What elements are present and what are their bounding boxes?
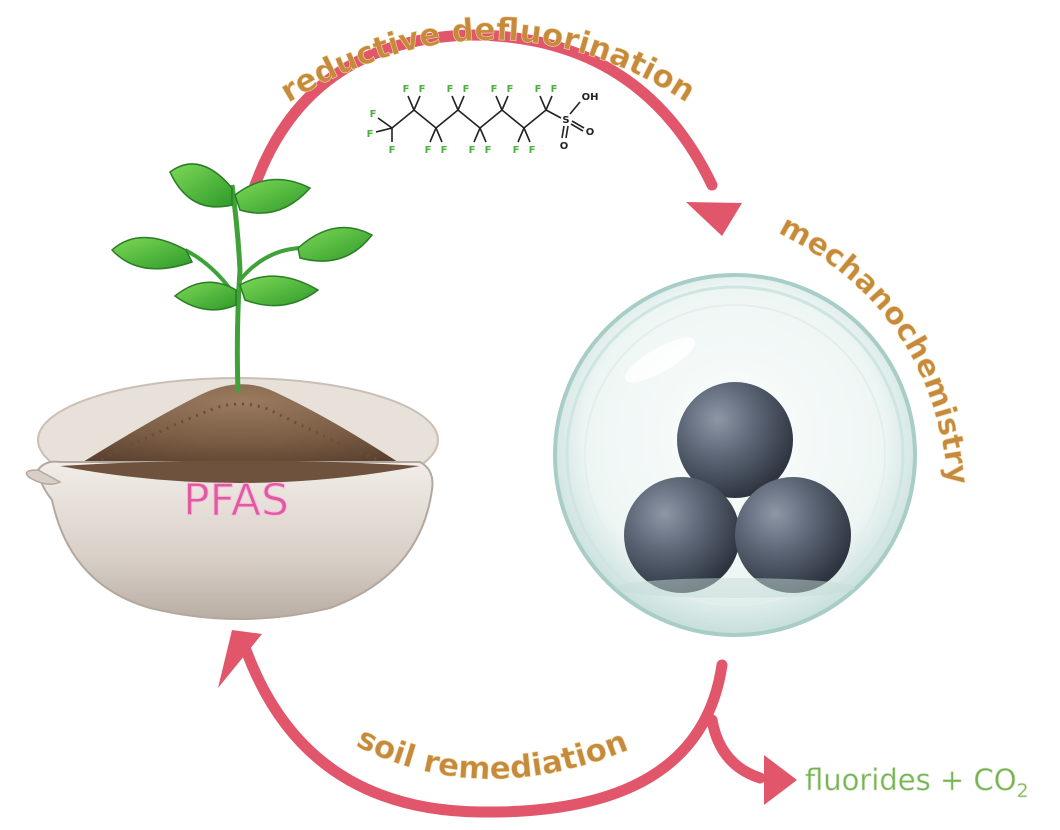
- c-c-bond: [413, 109, 437, 129]
- fluorine-atom: F: [425, 145, 432, 156]
- s-o-bond: [565, 125, 569, 139]
- branch-arrow: [706, 714, 766, 784]
- c-c-bond: [501, 109, 525, 129]
- products-main: fluorides + CO: [805, 763, 1017, 797]
- cycle-arrows: [240, 29, 766, 818]
- c-c-bond: [457, 109, 481, 129]
- fluorine-atom: F: [491, 84, 498, 95]
- c-f-bond: [407, 95, 415, 111]
- fluorine-atom: F: [529, 145, 536, 156]
- c-f-bond: [375, 127, 393, 133]
- fluorine-atom: F: [513, 145, 520, 156]
- bottom-arrowhead: [218, 630, 262, 688]
- c-f-bond: [545, 95, 553, 111]
- bottom-arc-arrow: [240, 644, 728, 818]
- fluorine-atom: F: [370, 109, 377, 120]
- fluorine-atom: F: [469, 145, 476, 156]
- pfas-label: PFAS: [183, 475, 289, 526]
- fluorine-atom: F: [485, 145, 492, 156]
- s-oh-bond: [569, 101, 581, 115]
- fluorine-atom: F: [507, 84, 514, 95]
- c-f-bond: [451, 95, 459, 111]
- fluorine-atom: F: [441, 145, 448, 156]
- oxygen-atom: O: [560, 141, 569, 152]
- s-o-bond: [571, 120, 585, 129]
- c-f-bond: [473, 127, 481, 143]
- plant-in-soil-bowl-icon: [25, 163, 439, 620]
- s-o-bond: [570, 123, 584, 132]
- top-arrowhead: [686, 202, 742, 236]
- petri-dish-with-steel-balls-icon: [553, 273, 917, 637]
- hydroxyl-group: OH: [582, 92, 599, 103]
- c-f-bond: [523, 127, 531, 143]
- arrowheads: [218, 202, 797, 805]
- fluorine-atom: F: [447, 84, 454, 95]
- fluorine-atom: F: [463, 84, 470, 95]
- products-subscript: 2: [1017, 780, 1029, 802]
- fluorine-atom: F: [389, 145, 396, 156]
- sulfur-atom: S: [562, 115, 569, 126]
- c-f-bond: [457, 95, 465, 111]
- c-f-bond: [435, 127, 443, 143]
- c-s-bond: [545, 109, 562, 119]
- s-o-bond: [561, 125, 565, 139]
- branch-arrowhead: [764, 755, 797, 805]
- fluorine-atom: F: [551, 84, 558, 95]
- c-f-bond: [377, 117, 393, 129]
- fluorine-atom: F: [367, 129, 374, 140]
- c-c-bond: [479, 109, 503, 129]
- oxygen-atom: O: [586, 127, 595, 138]
- c-f-bond: [413, 95, 421, 111]
- products-label: fluorides + CO2: [805, 763, 1029, 802]
- fluorine-atom: F: [535, 84, 542, 95]
- c-f-bond: [539, 95, 547, 111]
- c-c-bond: [391, 109, 415, 129]
- c-f-bond: [501, 95, 509, 111]
- c-f-bond: [429, 127, 437, 143]
- c-f-bond: [479, 127, 487, 143]
- fluorine-atom: F: [419, 84, 426, 95]
- c-c-bond: [435, 109, 459, 129]
- bottom-arc-label: soil remediation: [351, 720, 632, 787]
- c-f-bond: [517, 127, 525, 143]
- top-arc-arrow: [244, 29, 718, 206]
- c-f-bond: [495, 95, 503, 111]
- c-c-bond: [523, 109, 547, 129]
- fluorine-atom: F: [403, 84, 410, 95]
